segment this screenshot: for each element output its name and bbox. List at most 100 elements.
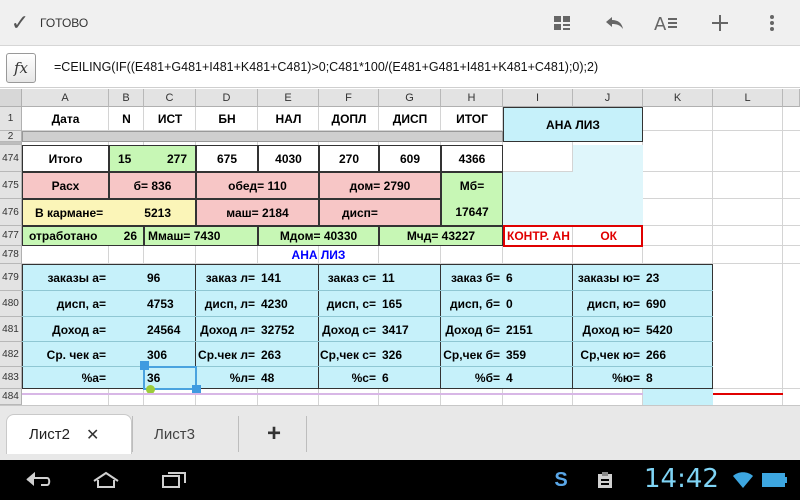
cell-f476[interactable]: дисп=	[319, 199, 441, 226]
column-header-g[interactable]: G	[379, 89, 441, 107]
cell-d475[interactable]: обед= 110	[196, 172, 319, 199]
done-button[interactable]: ✓ ГОТОВО	[0, 0, 110, 46]
cell-f475[interactable]: дом= 2790	[319, 172, 441, 199]
cell-e474[interactable]: 4030	[258, 145, 319, 172]
cell-h476[interactable]: 17647	[441, 199, 503, 226]
cell-k480[interactable]: 690	[646, 297, 667, 311]
row-header-476[interactable]: 476	[0, 199, 22, 226]
cell-j482[interactable]: Ср,чек ю=	[580, 347, 640, 362]
cell-c1[interactable]: ИСТ	[157, 112, 183, 126]
cell-f481[interactable]: Доход с=	[322, 322, 376, 337]
cell-e481[interactable]: 32752	[261, 322, 295, 337]
layout-grid-icon[interactable]	[540, 0, 584, 46]
cell-f482[interactable]: Ср,чек с=	[320, 347, 376, 362]
selection-handle-top-left[interactable]	[140, 361, 149, 370]
undo-icon[interactable]	[592, 0, 636, 46]
cell-g479[interactable]: 11	[382, 270, 395, 285]
cell-h482[interactable]: Ср,чек б=	[443, 347, 500, 362]
formula-input[interactable]: =CEILING(IF((E481+G481+I481+K481+C481)>0…	[54, 60, 599, 74]
cell-g483[interactable]: 6	[382, 371, 389, 385]
cell-h474[interactable]: 4366	[441, 145, 503, 172]
select-all-corner[interactable]	[0, 89, 22, 107]
s-app-icon[interactable]: S	[554, 468, 568, 491]
cell-d482[interactable]: Ср.чек л=	[198, 347, 255, 362]
cell-d481[interactable]: Доход л=	[200, 322, 255, 337]
column-header-a[interactable]: A	[22, 89, 109, 107]
row-header-480[interactable]: 480	[0, 291, 22, 317]
column-header-f[interactable]: F	[319, 89, 379, 107]
cell-e482[interactable]: 263	[261, 347, 282, 362]
row-header-479[interactable]: 479	[0, 264, 22, 291]
column-header-c[interactable]: C	[144, 89, 196, 107]
cell-a479[interactable]: заказы а=	[47, 270, 106, 285]
cell-a475[interactable]: Расх	[22, 172, 109, 199]
cell-c477[interactable]: Ммаш= 7430	[144, 226, 258, 246]
cell-f483[interactable]: %с=	[351, 371, 376, 385]
cell-e477[interactable]: Мдом= 40330	[258, 226, 379, 246]
row-header-482[interactable]: 482	[0, 342, 22, 367]
clipboard-icon[interactable]	[590, 460, 620, 500]
cell-j481[interactable]: Доход ю=	[582, 322, 640, 337]
cell-h475[interactable]: Мб=	[441, 172, 503, 199]
cell-d476[interactable]: маш= 2184	[196, 199, 319, 226]
row-header-477[interactable]: 477	[0, 226, 22, 246]
cell-j479[interactable]: заказы ю=	[577, 270, 640, 285]
row-header-2[interactable]: 2	[0, 131, 22, 142]
column-header-h[interactable]: H	[441, 89, 503, 107]
column-header-j[interactable]: J	[573, 89, 643, 107]
cell-g482[interactable]: 326	[382, 347, 403, 362]
row-header-483[interactable]: 483	[0, 367, 22, 389]
home-icon[interactable]	[76, 460, 136, 500]
cell-d474[interactable]: 675	[196, 145, 258, 172]
cell-e483[interactable]: 48	[261, 371, 275, 385]
add-icon[interactable]	[698, 0, 742, 46]
column-header-d[interactable]: D	[196, 89, 258, 107]
overflow-menu-icon[interactable]	[750, 0, 794, 46]
cell-b1[interactable]: N	[122, 112, 131, 126]
cell-c480[interactable]: 4753	[147, 297, 174, 311]
cell-f474[interactable]: 270	[319, 145, 379, 172]
cell-c482[interactable]: 306	[147, 347, 168, 362]
column-header-m[interactable]	[783, 89, 800, 107]
add-sheet-icon[interactable]: +	[266, 420, 281, 447]
cell-selection[interactable]	[143, 366, 197, 390]
cell-f1[interactable]: ДОПЛ	[331, 112, 367, 126]
cell-e479[interactable]: 141	[261, 270, 282, 285]
tab-sheet-2[interactable]: Лист2 ✕	[6, 414, 132, 454]
cell-a481[interactable]: Доход а=	[52, 322, 106, 337]
recent-apps-icon[interactable]	[144, 460, 204, 500]
fill-handle[interactable]	[146, 385, 155, 394]
cell-e480[interactable]: 4230	[261, 297, 288, 311]
back-icon[interactable]	[8, 460, 68, 500]
cell-b474-c474[interactable]: 15 277	[109, 145, 196, 172]
cell-h480[interactable]: дисп, б=	[449, 297, 500, 311]
row-header-474[interactable]: 474	[0, 145, 22, 172]
cell-i483[interactable]: 4	[506, 371, 513, 385]
cell-e478-analysis-title[interactable]: АНА ЛИЗ	[291, 248, 346, 262]
cell-d479[interactable]: заказ л=	[205, 270, 255, 285]
cell-c481[interactable]: 24564	[147, 322, 181, 337]
cell-a480[interactable]: дисп, а=	[56, 297, 106, 311]
cell-h481[interactable]: Доход б=	[445, 322, 500, 337]
cell-e1[interactable]: НАЛ	[275, 112, 302, 126]
cell-g1[interactable]: ДИСП	[392, 112, 428, 126]
cell-d1[interactable]: БН	[218, 112, 236, 126]
text-format-icon[interactable]: A	[644, 0, 688, 46]
spreadsheet-grid[interactable]: A B C D E F G H I J K L 1 2 474 475 476 …	[0, 89, 800, 405]
cell-h1[interactable]: ИТОГ	[456, 112, 488, 126]
selection-handle-bottom-right[interactable]	[192, 385, 201, 394]
fx-icon[interactable]: fx	[6, 53, 36, 83]
cell-g474[interactable]: 609	[379, 145, 441, 172]
column-header-i[interactable]: I	[503, 89, 573, 107]
cell-f480[interactable]: дисп, с=	[326, 297, 376, 311]
cell-i479[interactable]: 6	[506, 270, 513, 285]
cell-i481[interactable]: 2151	[506, 322, 533, 337]
cell-h483[interactable]: %б=	[474, 371, 500, 385]
cell-i1-analysis-header[interactable]: АНА ЛИЗ	[503, 107, 643, 142]
cell-k483[interactable]: 8	[646, 371, 653, 385]
tab-sheet-3[interactable]: Лист3	[134, 414, 238, 454]
row-header-481[interactable]: 481	[0, 317, 22, 342]
cell-b475[interactable]: б= 836	[109, 172, 196, 199]
cell-g481[interactable]: 3417	[382, 322, 409, 337]
cell-k479[interactable]: 23	[646, 270, 660, 285]
